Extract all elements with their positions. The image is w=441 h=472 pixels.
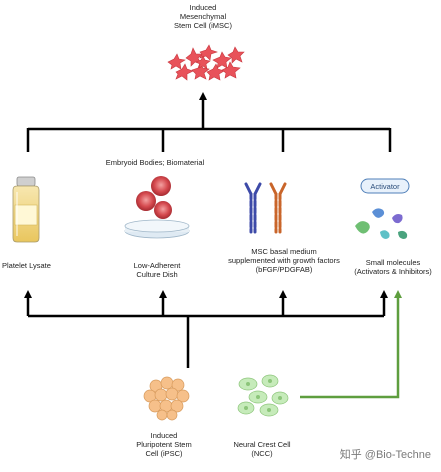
imsc-label: Induced Mesenchymal Stem Cell (iMSC) — [174, 3, 232, 30]
small-molecules-icon — [355, 208, 408, 239]
activator-badge-label: Activator — [370, 182, 400, 191]
ipsc-label: Induced Pluripotent Stem Cell (iPSC) — [136, 431, 192, 458]
msc-cell-cluster-icon — [167, 44, 245, 81]
activator-badge: Activator — [360, 178, 410, 194]
embryoid-bodies-biomaterial-label: Embryoid Bodies; Biomaterial — [105, 158, 205, 167]
growth-factor-icon-blue — [244, 182, 262, 234]
growth-factors-label: MSC basal medium supplemented with growt… — [228, 247, 340, 274]
top-connector — [26, 92, 392, 152]
ncc-connector — [300, 290, 402, 399]
ipsc-cluster-icon — [143, 376, 190, 421]
ncc-label: Neural Crest Cell (NCC) — [233, 440, 291, 458]
platelet-lysate-label: Platelet Lysate — [2, 261, 51, 270]
embryoid-bodies-icon — [136, 176, 172, 219]
culture-dish-icon — [124, 219, 190, 239]
watermark-text: 知乎 @Bio-Techne — [339, 449, 431, 461]
culture-dish-label: Low-Adherent Culture Dish — [133, 261, 181, 279]
bottom-connector — [24, 290, 388, 368]
small-molecules-label: Small molecules (Activators & Inhibitors… — [354, 258, 432, 276]
platelet-lysate-bottle-icon — [12, 176, 40, 243]
ncc-nuclei — [244, 379, 282, 412]
growth-factor-icon-orange — [269, 182, 287, 234]
